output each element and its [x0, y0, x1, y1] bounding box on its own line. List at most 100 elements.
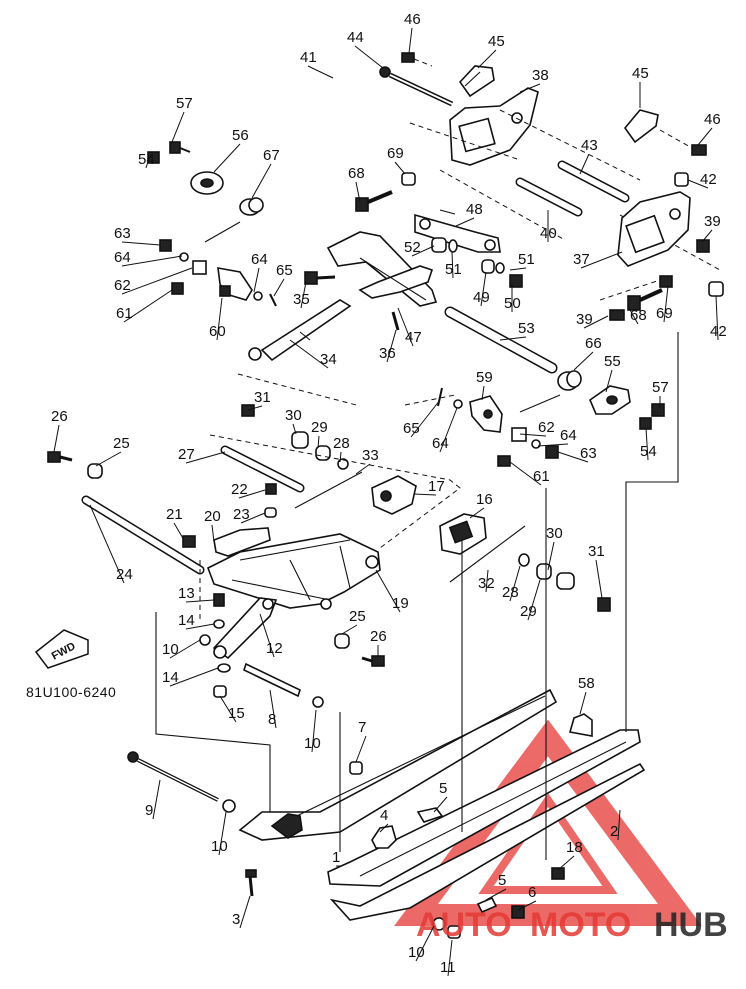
bracket-60 — [217, 267, 253, 301]
callout-label: 14 — [178, 612, 195, 629]
callout-leader — [121, 267, 193, 295]
callout-leader — [173, 522, 185, 541]
nut-42-top — [674, 172, 689, 187]
nut-42-bottom — [708, 281, 724, 297]
washer-64-left — [179, 252, 189, 262]
callout-leader — [477, 49, 497, 69]
callout-label: 57 — [652, 379, 669, 396]
callout-leader — [697, 127, 713, 146]
callout-leader — [480, 271, 487, 307]
callout-label: 53 — [518, 320, 535, 337]
callout-label: 40 — [540, 225, 557, 242]
washer-14-bottom — [217, 663, 231, 673]
rod-40 — [515, 177, 583, 217]
callout-leader — [517, 900, 537, 911]
callout-label: 10 — [304, 735, 321, 752]
pin-36 — [391, 311, 400, 331]
callout-label: 56 — [232, 127, 249, 144]
callout-label: 42 — [710, 323, 727, 340]
callout-label: 30 — [285, 407, 302, 424]
callout-label: 63 — [114, 225, 131, 242]
callout-leader — [300, 281, 307, 309]
callout-leader — [481, 385, 485, 401]
callout-label: 19 — [392, 595, 409, 612]
callout-label: 43 — [581, 137, 598, 154]
callout-leader — [394, 161, 406, 175]
callout-label: 62 — [538, 419, 555, 436]
callout-label: 64 — [560, 427, 577, 444]
callout-leader — [219, 695, 237, 723]
callout-leader — [509, 267, 527, 271]
bolt-46-right — [659, 129, 707, 156]
block-45-right — [623, 109, 659, 144]
callout-label: 51 — [445, 261, 462, 278]
callout-leader — [557, 451, 589, 463]
callout-label: 10 — [211, 838, 228, 855]
callout-label: 48 — [466, 201, 483, 218]
callout-label: 12 — [266, 640, 283, 657]
callout-label: 31 — [588, 543, 605, 560]
callout-label: 30 — [546, 525, 563, 542]
bracket-38 — [449, 87, 539, 166]
callout-label: 5 — [498, 872, 506, 889]
callout-label: 17 — [428, 478, 445, 495]
callout-leader — [397, 307, 414, 347]
callout-leader — [213, 143, 241, 173]
callout-leader — [715, 295, 719, 341]
callout-leader — [701, 229, 713, 243]
bracket-17 — [371, 475, 417, 515]
bolt-31-right — [597, 597, 611, 612]
bolt-61-right — [497, 455, 511, 467]
callout-leader — [253, 267, 260, 293]
callout-leader — [53, 424, 60, 453]
callout-label: 1 — [332, 849, 340, 866]
callout-label: 65 — [276, 262, 293, 279]
slide-rail-2 — [327, 729, 646, 921]
callout-leader — [687, 179, 709, 189]
callout-leader — [211, 524, 215, 543]
callout-label: 14 — [162, 669, 179, 686]
bushing-29-right — [536, 563, 552, 580]
bushing-52 — [431, 237, 447, 253]
callout-leader — [317, 435, 320, 449]
callout-leader — [169, 639, 201, 659]
washer-10-mid — [199, 634, 211, 646]
callout-label: 4 — [380, 807, 388, 824]
callout-label: 55 — [604, 353, 621, 370]
bushing-25-left — [87, 463, 103, 479]
callout-leader — [354, 45, 384, 69]
callout-label: 7 — [358, 719, 366, 736]
spring-67 — [204, 197, 264, 243]
callout-label: 47 — [405, 329, 422, 346]
callout-leader — [408, 27, 413, 54]
callout-leader — [251, 163, 272, 199]
callout-leader — [411, 245, 435, 257]
callout-leader — [339, 451, 342, 463]
callout-label: 41 — [300, 49, 317, 66]
callout-leader — [355, 735, 367, 763]
callout-leader — [629, 309, 639, 325]
callout-leader — [289, 339, 329, 369]
rod-41 — [331, 76, 412, 125]
callout-label: 25 — [113, 435, 130, 452]
callout-label: 45 — [632, 65, 649, 82]
callout-label: 69 — [656, 305, 673, 322]
dashed-frame-left — [155, 560, 271, 826]
callout-label: 64 — [251, 251, 268, 268]
callout-leader — [259, 613, 275, 658]
callout-leader — [375, 569, 401, 613]
nut-15 — [213, 685, 227, 698]
svg-text:HUB: HUB — [654, 906, 728, 944]
callout-leader — [447, 939, 453, 977]
clip-5-lower — [476, 896, 498, 914]
block-62-left — [192, 260, 207, 275]
callout-leader — [469, 507, 485, 519]
callout-label: 50 — [504, 295, 521, 312]
block-58 — [568, 713, 593, 737]
callout-leader — [415, 925, 435, 962]
nut-7 — [349, 761, 363, 775]
callout-leader — [617, 809, 621, 841]
callout-leader — [580, 251, 623, 269]
callout-label: 32 — [478, 575, 495, 592]
callout-label: 68 — [630, 307, 647, 324]
